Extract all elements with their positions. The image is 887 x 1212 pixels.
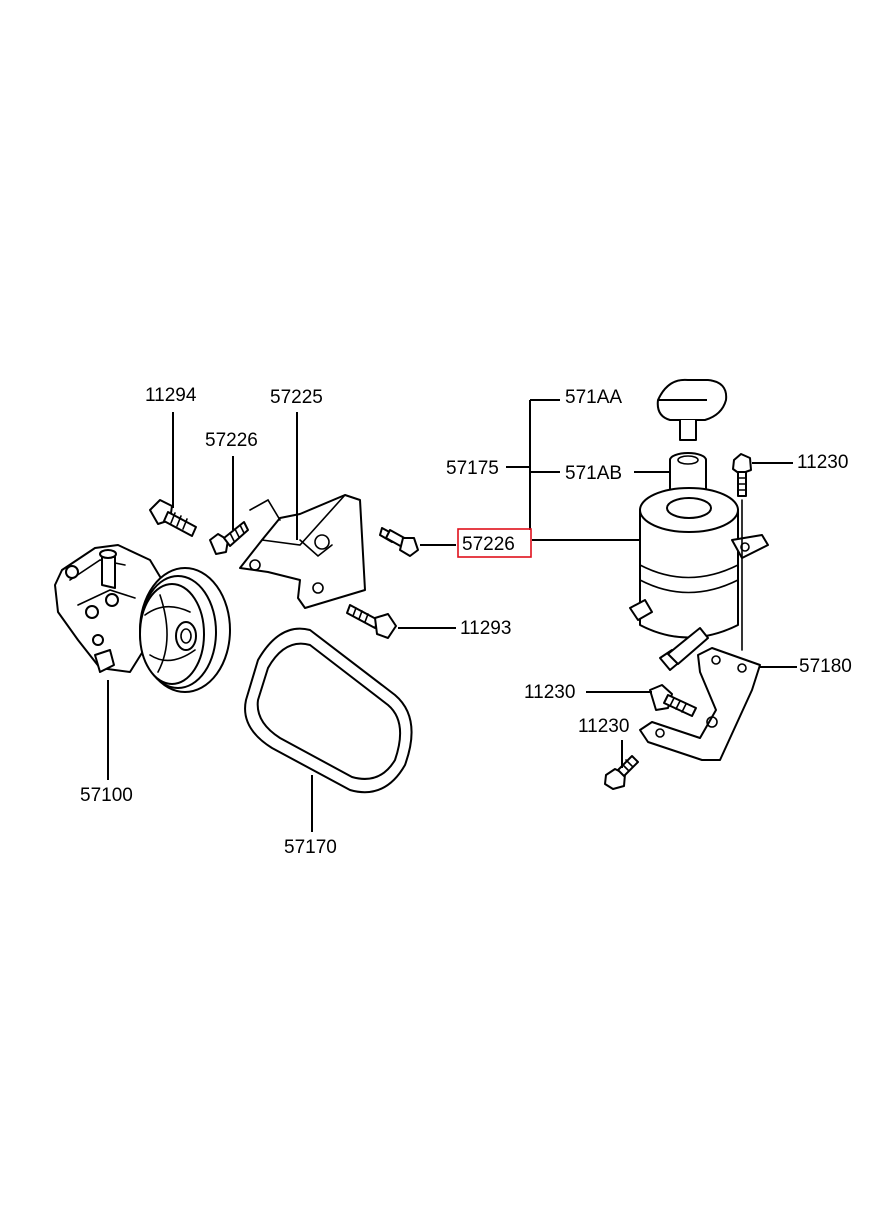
label-11230-low[interactable]: 11230 [578, 716, 629, 737]
label-11293[interactable]: 11293 [460, 618, 511, 639]
bolt-11293 [346, 604, 397, 639]
bolt-11294 [149, 499, 197, 537]
part-labels: 11294 57225 57226 571AA 57175 571AB 1123… [80, 385, 852, 858]
reservoir-57175 [629, 378, 769, 671]
label-57100[interactable]: 57100 [80, 785, 133, 806]
label-11230-top[interactable]: 11230 [797, 452, 848, 473]
label-57180[interactable]: 57180 [799, 656, 852, 677]
label-57226-highlighted[interactable]: 57226 [462, 534, 515, 555]
bolt-11230-mid [649, 684, 697, 717]
label-57226-upper[interactable]: 57226 [205, 430, 258, 451]
label-11230-mid[interactable]: 11230 [524, 682, 575, 703]
highlight-box [457, 528, 532, 558]
label-571AA[interactable]: 571AA [565, 387, 622, 408]
bolt-11230-low [604, 755, 639, 790]
bracket-57180 [639, 647, 761, 761]
label-57170[interactable]: 57170 [284, 837, 337, 858]
leader-lines [107, 399, 797, 832]
belt-57170 [244, 627, 413, 794]
pump-57100 [54, 544, 231, 693]
label-11294[interactable]: 11294 [145, 385, 197, 406]
bracket-57225 [239, 494, 366, 609]
label-57225[interactable]: 57225 [270, 387, 323, 408]
label-571AB[interactable]: 571AB [565, 463, 622, 484]
bolt-11230-top [732, 453, 752, 651]
bolt-57226-center [379, 527, 419, 557]
label-57175[interactable]: 57175 [446, 458, 499, 479]
bolt-57226-upper [209, 521, 249, 555]
